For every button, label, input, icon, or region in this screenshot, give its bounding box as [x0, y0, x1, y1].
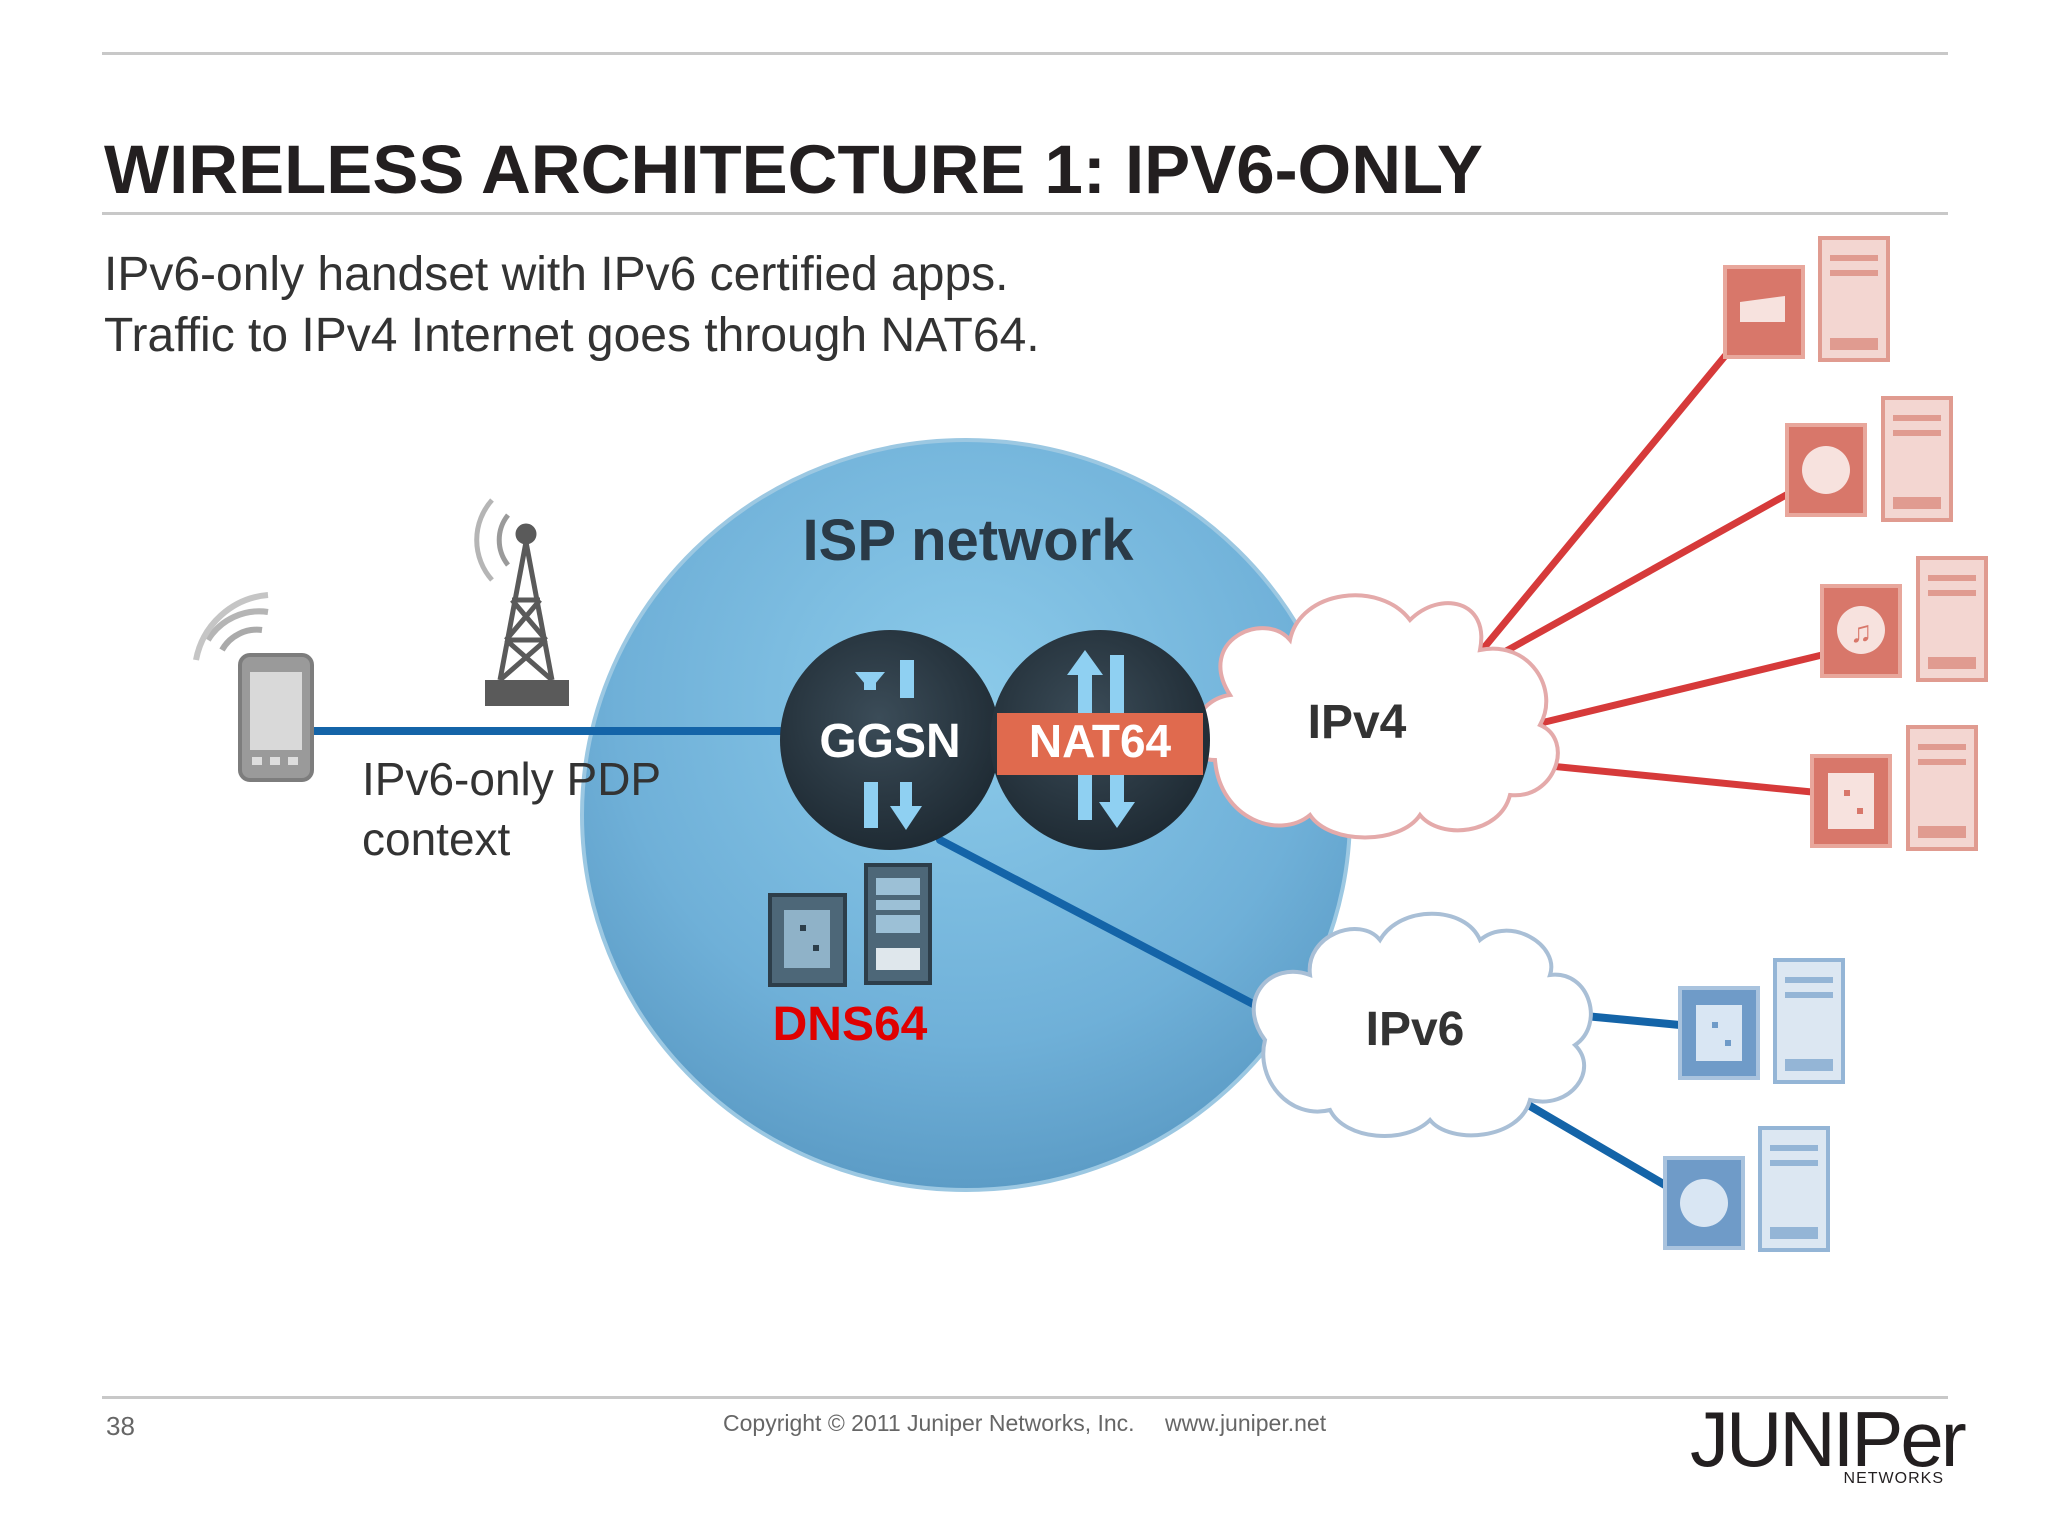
juniper-logo: JUNIPer NETWORKS	[1690, 1395, 1967, 1488]
ggsn-down-arrow-icon	[864, 782, 922, 830]
top-rule	[102, 52, 1948, 55]
website-link[interactable]: www.juniper.net	[1165, 1410, 1327, 1436]
pdp-context-label-line1: IPv6-only PDP	[362, 753, 661, 805]
ipv4-cloud-label: IPv4	[1308, 696, 1407, 749]
ipv6-links	[306, 727, 1684, 1189]
video-server-icon	[1723, 236, 1890, 362]
svg-text:♫: ♫	[1850, 616, 1873, 649]
subtitle-line-2: Traffic to IPv4 Internet goes through NA…	[104, 309, 1040, 362]
app-server-icon	[1810, 725, 1978, 851]
nat64-label: NAT64	[1029, 715, 1172, 767]
ipv6-cloud-label: IPv6	[1366, 1003, 1465, 1056]
logo-subtext: NETWORKS	[1843, 1470, 1944, 1487]
ipv4-links	[1474, 352, 1826, 796]
nat64-up-arrow-icon	[1067, 650, 1124, 715]
ggsn-up-arrow-icon	[855, 660, 914, 698]
isp-network-label: ISP network	[803, 508, 1135, 573]
ipv6-cloud	[1251, 911, 1593, 1138]
nat64-down-arrow-icon	[1078, 775, 1135, 828]
dns64-label: DNS64	[773, 998, 928, 1051]
copyright-text: Copyright © 2011 Juniper Networks, Inc.	[723, 1410, 1135, 1436]
ipv6-app-server-icon	[1678, 958, 1845, 1084]
page-number: 38	[106, 1411, 135, 1441]
mobile-phone-icon	[193, 592, 314, 782]
ipv6-web-server-icon	[1663, 1126, 1830, 1252]
footer-rule	[102, 1396, 1948, 1399]
dns-server-icon	[768, 863, 932, 987]
ggsn-label: GGSN	[819, 715, 960, 768]
ggsn-router: GGSN	[780, 630, 1000, 850]
title-underline	[102, 212, 1948, 215]
ipv4-cloud	[1189, 593, 1560, 840]
logo-wordmark: JUNIPer	[1690, 1395, 1967, 1483]
nat64-badge	[997, 713, 1203, 775]
subtitle-line-1: IPv6-only handset with IPv6 certified ap…	[104, 248, 1009, 301]
nat64-router: NAT64	[990, 630, 1210, 850]
slide-title: WIRELESS ARCHITECTURE 1: IPV6-ONLY	[104, 131, 1483, 208]
cell-tower-icon	[474, 498, 569, 706]
music-server-icon: ♫	[1820, 556, 1988, 682]
pdp-context-label-line2: context	[362, 813, 511, 865]
web-server-icon	[1785, 396, 1953, 522]
